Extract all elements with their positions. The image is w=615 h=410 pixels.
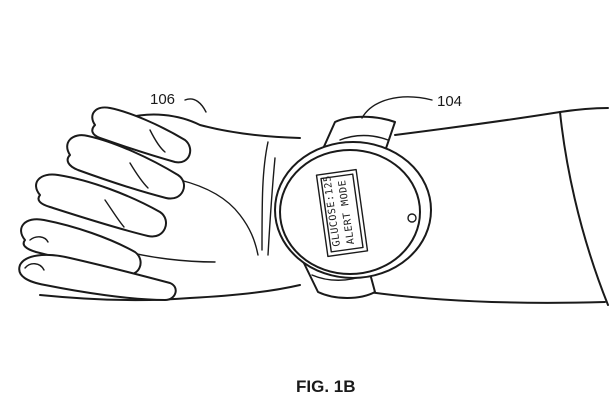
figure-caption: FIG. 1B	[296, 377, 356, 396]
finger-4	[20, 218, 142, 276]
ref-label-106: 106	[150, 91, 175, 108]
finger-4-nail	[29, 236, 49, 243]
finger-3-knuckle	[104, 199, 125, 228]
forearm-bottom-edge	[354, 289, 606, 304]
palm-underside	[39, 284, 301, 302]
leader-104	[361, 96, 433, 119]
watch-band-top-inner	[339, 134, 389, 141]
forearm-top-edge	[394, 107, 609, 136]
hand-back-top	[119, 113, 301, 139]
display-inner-frame	[320, 173, 364, 253]
thumb-nail	[24, 263, 45, 271]
hand-inner-contour	[179, 179, 259, 256]
wrist-crease-2	[267, 157, 276, 256]
watch-button	[407, 213, 417, 223]
finger-2	[66, 134, 185, 200]
watch-display: GLUCOSE:125 ALERT MODE	[315, 168, 369, 258]
wrist-crease-1	[261, 141, 269, 251]
smartwatch: GLUCOSE:125 ALERT MODE	[274, 115, 432, 299]
hand	[18, 106, 301, 302]
leader-106	[184, 98, 207, 113]
finger-1	[91, 106, 192, 164]
forearm-end-edge	[559, 111, 609, 306]
finger-1-knuckle	[149, 129, 166, 153]
forearm	[354, 107, 609, 306]
finger-3	[35, 173, 167, 238]
finger-2-knuckle	[129, 162, 149, 189]
ref-label-104: 104	[437, 93, 462, 110]
thumb	[18, 253, 177, 301]
